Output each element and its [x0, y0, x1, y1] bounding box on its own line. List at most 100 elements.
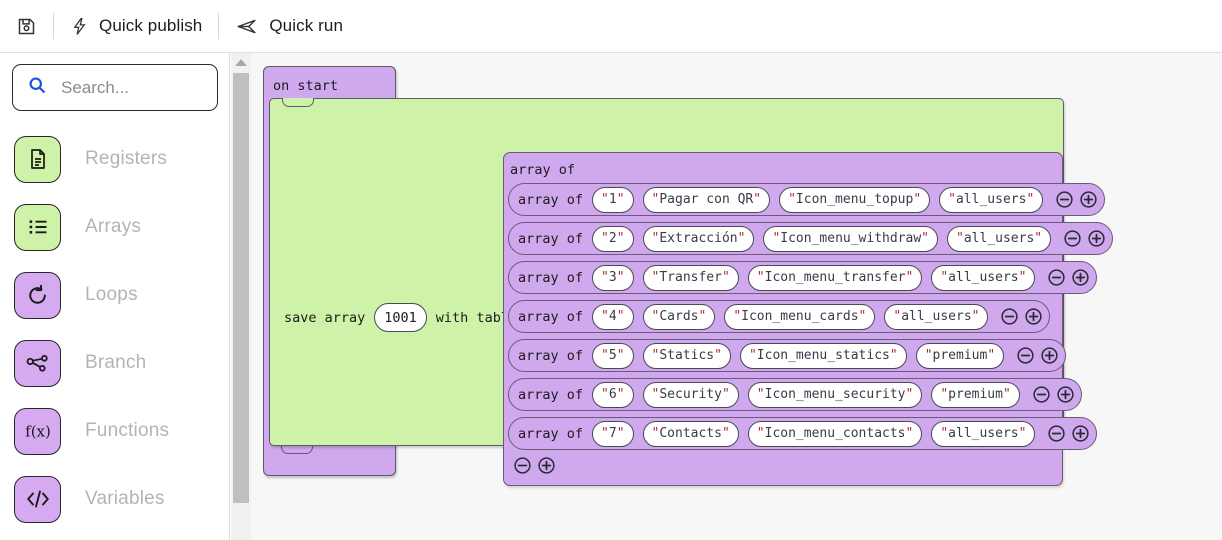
quote-mark: ": [714, 348, 722, 363]
plus-circle-icon[interactable]: [1079, 190, 1098, 209]
quote-mark: ": [721, 270, 730, 285]
minus-circle-icon[interactable]: [1016, 346, 1035, 365]
array-row-name-input[interactable]: "Statics": [642, 342, 731, 369]
array-row-index-input[interactable]: "1": [592, 186, 634, 213]
array-row-name-input[interactable]: "Cards": [642, 303, 716, 330]
plus-circle-icon[interactable]: [537, 456, 556, 475]
quote-mark: ": [905, 270, 914, 285]
quick-publish-button[interactable]: Quick publish: [54, 0, 218, 53]
minus-circle-icon[interactable]: [1047, 268, 1066, 287]
save-array-block[interactable]: save array 1001 with table array of arra…: [269, 98, 1114, 486]
array-of-outer-block[interactable]: array of array of "1" "Pagar con QR" "Ic…: [503, 152, 1114, 486]
quote-mark: ": [651, 387, 660, 402]
minus-circle-icon[interactable]: [1032, 385, 1051, 404]
array-row-audience-input[interactable]: "premium": [915, 342, 1005, 369]
array-row-audience-input[interactable]: "all_users": [884, 303, 989, 330]
quote-mark: ": [616, 348, 625, 363]
sidebar-item-variables[interactable]: Variables: [0, 465, 230, 533]
plus-circle-icon[interactable]: [1024, 307, 1043, 326]
save-button[interactable]: [0, 0, 53, 53]
quote-mark: ": [940, 426, 949, 441]
array-row[interactable]: array of "3" "Transfer" "Icon_menu_trans…: [508, 261, 1098, 294]
array-row-icon-input[interactable]: "Icon_menu_contacts": [747, 420, 923, 447]
array-row-icon-input[interactable]: "Icon_menu_security": [747, 381, 923, 408]
array-row[interactable]: array of "2" "Extracción" "Icon_menu_wit…: [508, 222, 1114, 255]
array-row-icon-input[interactable]: "Icon_menu_transfer": [747, 264, 923, 291]
sidebar-item-label: Branch: [85, 352, 147, 373]
quote-mark: ": [905, 426, 914, 441]
sidebar-item-branch[interactable]: Branch: [0, 329, 230, 397]
sidebar-item-loops[interactable]: Loops: [0, 261, 230, 329]
quote-mark: ": [858, 309, 867, 324]
array-row-audience-input[interactable]: "all_users": [947, 225, 1052, 252]
array-row-index-input[interactable]: "5": [592, 342, 634, 369]
array-rows-container: array of "1" "Pagar con QR" "Icon_menu_t…: [508, 183, 1114, 475]
quote-mark: ": [893, 309, 902, 324]
paper-plane-icon: [235, 16, 259, 37]
array-row-icon-input[interactable]: "Icon_menu_topup": [779, 186, 931, 213]
array-row-audience-input[interactable]: "all_users": [931, 420, 1036, 447]
sidebar-item-arrays[interactable]: Arrays: [0, 193, 230, 261]
plus-circle-icon[interactable]: [1087, 229, 1106, 248]
plus-circle-icon[interactable]: [1071, 268, 1090, 287]
array-row-audience-input[interactable]: "all_users": [931, 264, 1036, 291]
scroll-up-arrow-icon[interactable]: [235, 59, 247, 66]
minus-circle-icon[interactable]: [1000, 307, 1019, 326]
quote-mark: ": [616, 231, 625, 246]
array-row-index-input[interactable]: "2": [592, 225, 634, 252]
search-box[interactable]: [12, 64, 218, 111]
array-row[interactable]: array of "5" "Statics" "Icon_menu_static…: [508, 339, 1067, 372]
save-array-prefix-label: save array: [284, 309, 366, 326]
array-row[interactable]: array of "4" "Cards" "Icon_menu_cards" "…: [508, 300, 1051, 333]
sidebar-item-label: Variables: [85, 488, 165, 509]
array-row[interactable]: array of "1" "Pagar con QR" "Icon_menu_t…: [508, 183, 1106, 216]
array-row-icon-input[interactable]: "Icon_menu_withdraw": [763, 225, 938, 252]
array-row[interactable]: array of "7" "Contacts" "Icon_menu_conta…: [508, 417, 1098, 450]
array-row-index-input[interactable]: "4": [592, 303, 634, 330]
array-row-index-input[interactable]: "7": [592, 420, 634, 447]
toolbox-scrollbar[interactable]: [231, 53, 251, 540]
array-row-audience-input[interactable]: "all_users": [939, 186, 1044, 213]
array-row-label: array of: [518, 425, 584, 442]
lightning-bolt-icon: [70, 16, 89, 37]
quote-mark: ": [987, 348, 996, 363]
plus-circle-icon[interactable]: [1040, 346, 1059, 365]
array-row-name-input[interactable]: "Pagar con QR": [642, 186, 771, 213]
array-row-name-input[interactable]: "Transfer": [642, 264, 739, 291]
minus-circle-icon[interactable]: [1063, 229, 1082, 248]
sidebar-item-registers[interactable]: Registers: [0, 125, 230, 193]
array-row-buttons: [1047, 268, 1090, 287]
array-row-index-input[interactable]: "6": [592, 381, 634, 408]
array-row-icon-input[interactable]: "Icon_menu_statics": [739, 342, 907, 369]
plus-circle-icon[interactable]: [1071, 424, 1090, 443]
quick-publish-label: Quick publish: [99, 16, 203, 35]
minus-circle-icon[interactable]: [1047, 424, 1066, 443]
quote-mark: ": [651, 348, 660, 363]
blocks-canvas[interactable]: on start save array 1001 with table arra…: [251, 53, 1222, 540]
array-row-index-input[interactable]: "3": [592, 264, 634, 291]
quote-mark: ": [601, 309, 609, 324]
quote-mark: ": [948, 192, 956, 207]
search-input[interactable]: [59, 76, 199, 99]
quote-mark: ": [616, 309, 625, 324]
quote-mark: ": [756, 270, 765, 285]
array-row-icon-input[interactable]: "Icon_menu_cards": [724, 303, 876, 330]
plus-circle-icon[interactable]: [1056, 385, 1075, 404]
quote-mark: ": [756, 387, 765, 402]
scrollbar-thumb[interactable]: [233, 73, 249, 503]
array-row-name-input[interactable]: "Security": [642, 381, 739, 408]
sidebar-item-label: Functions: [85, 420, 170, 441]
array-row-buttons: [1016, 346, 1059, 365]
array-row-name-input[interactable]: "Contacts": [642, 420, 739, 447]
minus-circle-icon[interactable]: [1055, 190, 1074, 209]
quote-mark: ": [772, 231, 781, 246]
array-row-buttons: [1055, 190, 1098, 209]
array-row-name-input[interactable]: "Extracción": [642, 225, 755, 252]
array-row[interactable]: array of "6" "Security" "Icon_menu_secur…: [508, 378, 1082, 411]
quote-mark: ": [889, 348, 898, 363]
quick-run-button[interactable]: Quick run: [219, 0, 359, 53]
array-row-audience-input[interactable]: "premium": [931, 381, 1020, 408]
sidebar-item-functions[interactable]: f(x) Functions: [0, 397, 230, 465]
save-array-id-input[interactable]: 1001: [374, 303, 427, 332]
minus-circle-icon[interactable]: [513, 456, 532, 475]
